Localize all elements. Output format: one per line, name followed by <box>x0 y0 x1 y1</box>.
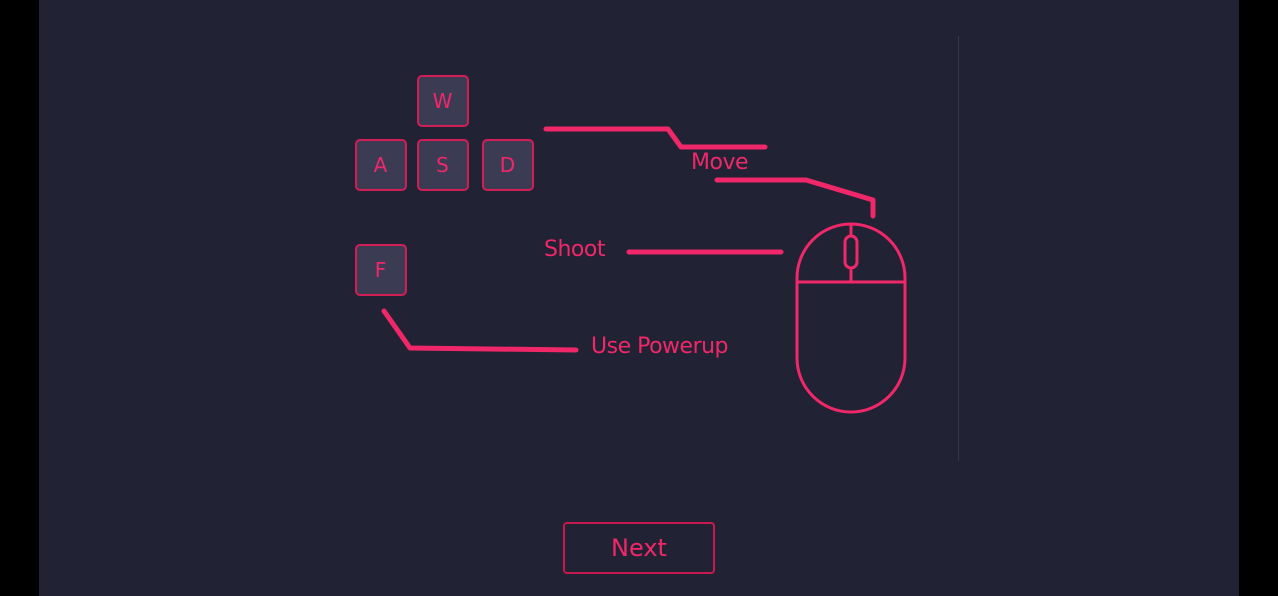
key-f: F <box>355 244 407 296</box>
shoot-label: Shoot <box>544 237 605 262</box>
mouse-connector-line <box>714 177 876 219</box>
powerup-connector-line <box>381 308 579 353</box>
key-d: D <box>482 139 534 191</box>
next-button[interactable]: Next <box>563 522 715 574</box>
controls-tutorial-panel: W A S D F Move Shoot Use Powerup Next <box>39 0 1239 596</box>
key-w: W <box>417 75 469 127</box>
panel-divider <box>958 36 959 461</box>
move-label: Move <box>691 150 749 175</box>
key-a: A <box>355 139 407 191</box>
powerup-label: Use Powerup <box>591 334 729 359</box>
key-s: S <box>417 139 469 191</box>
move-connector-line <box>543 126 768 150</box>
connector-lines <box>381 126 907 414</box>
mouse-icon <box>795 222 907 414</box>
mouse-wheel <box>843 234 859 270</box>
